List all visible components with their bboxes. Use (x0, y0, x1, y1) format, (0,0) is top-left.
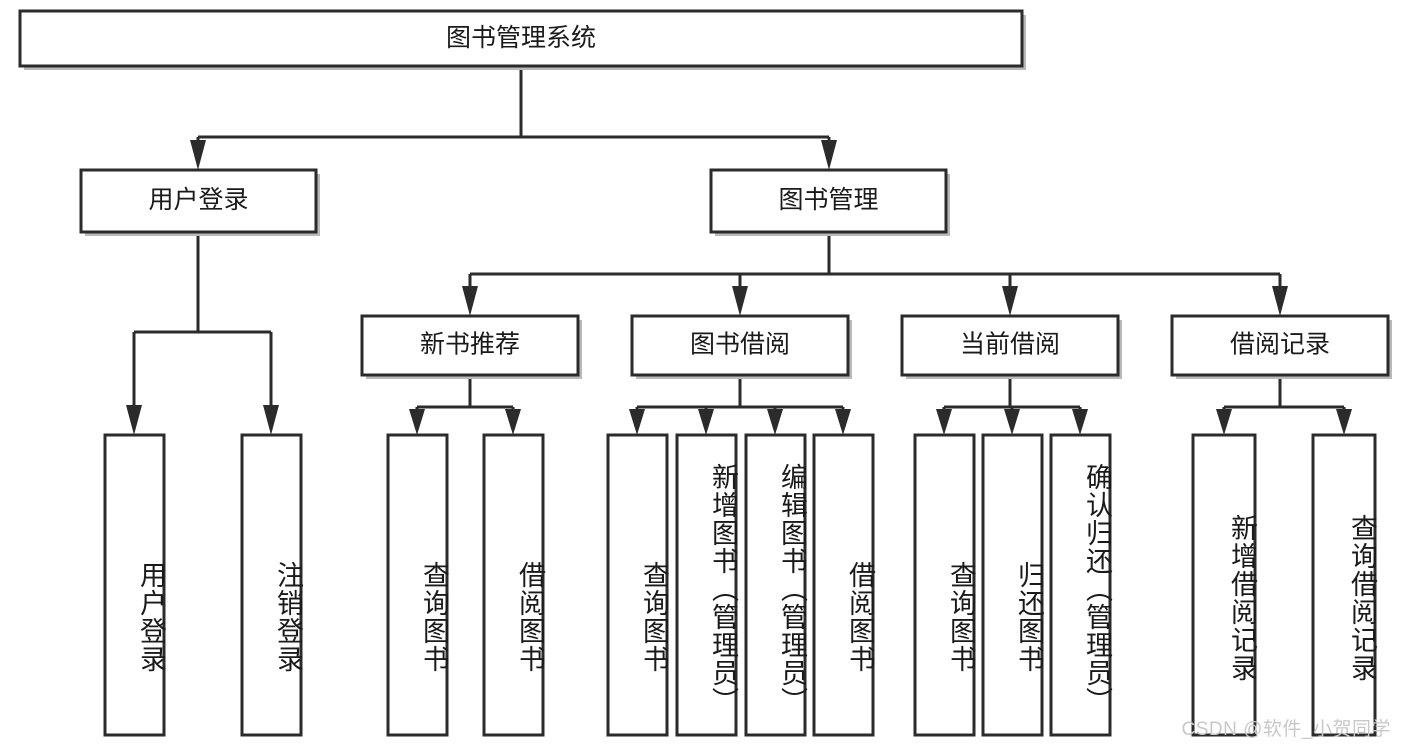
arrowhead-current-borrow (1002, 286, 1018, 316)
current-borrow-box (900, 314, 1120, 377)
leaf-box-borrow-book-recommend[interactable] (482, 433, 545, 737)
node-borrow-record[interactable]: 借阅记录 (1170, 314, 1392, 379)
connector-group-user-login (126, 232, 279, 435)
arrowhead-user-login (190, 140, 206, 170)
book-manage-box (709, 168, 948, 234)
arrowhead-leaf-query-book-current (936, 409, 952, 435)
arrowhead-leaf-edit-book-admin (767, 409, 783, 435)
arrowhead-leaf-query-book-borrow (629, 409, 645, 435)
arrowhead-borrow-record (1272, 286, 1288, 316)
connector-group-book-manage (462, 232, 1288, 316)
connector-group-borrow-record (1216, 375, 1352, 435)
connector-group-current-borrow (936, 375, 1088, 435)
leaf-box-query-book-current[interactable] (913, 433, 976, 737)
user-login-label: 用户登录 (148, 186, 248, 214)
arrowhead-leaf-borrow-book (835, 409, 851, 435)
connector-group-book-borrow (629, 375, 851, 435)
book-borrow-label: 图书借阅 (690, 331, 790, 359)
borrow-record-label: 借阅记录 (1230, 331, 1330, 359)
root-box (18, 9, 1024, 68)
borrow-record-box (1170, 314, 1390, 377)
node-root-system[interactable]: 图书管理系统 (18, 9, 1026, 70)
leaf-box-logout[interactable] (240, 433, 303, 737)
arrowhead-book-manage (821, 140, 837, 170)
arrowhead-leaf-add-book-admin (698, 409, 714, 435)
arrowhead-leaf-return-book (1004, 409, 1020, 435)
leaf-box-borrow-book[interactable] (812, 433, 875, 737)
node-book-borrow[interactable]: 图书借阅 (630, 314, 852, 379)
connector-group-new-book-recommend (409, 375, 521, 435)
arrowhead-new-book-recommend (462, 286, 478, 316)
current-borrow-label: 当前借阅 (960, 331, 1060, 359)
node-current-borrow[interactable]: 当前借阅 (900, 314, 1122, 379)
node-new-book-recommend[interactable]: 新书推荐 (360, 314, 582, 379)
csdn-watermark: CSDN @软件_小贺同学 (1181, 719, 1391, 740)
leaf-box-add-book-admin[interactable] (675, 433, 738, 737)
arrowhead-leaf-add-borrow-record (1216, 409, 1232, 435)
leaf-box-return-book[interactable] (981, 433, 1044, 737)
leaf-box-user-login[interactable] (103, 433, 166, 737)
arrowhead-leaf-query-book-recommend (409, 409, 425, 435)
arrowhead-leaf-logout (263, 405, 279, 435)
arrowhead-leaf-query-borrow-record (1336, 409, 1352, 435)
arrowhead-leaf-borrow-book-recommend (505, 409, 521, 435)
arrowhead-leaf-confirm-return-admin (1072, 409, 1088, 435)
root-label: 图书管理系统 (446, 24, 596, 52)
arrowhead-leaf-user-login (126, 405, 142, 435)
book-manage-label: 图书管理 (778, 186, 878, 214)
leaf-box-query-borrow-record[interactable] (1311, 433, 1377, 737)
leaf-box-query-book-recommend[interactable] (386, 433, 449, 737)
connector-group-root (190, 66, 837, 170)
leaf-box-edit-book-admin[interactable] (744, 433, 807, 737)
node-book-manage[interactable]: 图书管理 (709, 168, 950, 236)
new-book-recommend-label: 新书推荐 (420, 331, 520, 359)
leaf-box-confirm-return-admin[interactable] (1049, 433, 1112, 737)
node-user-login[interactable]: 用户登录 (79, 168, 320, 236)
leaf-box-query-book-borrow[interactable] (606, 433, 669, 737)
book-borrow-box (630, 314, 850, 377)
leaf-box-add-borrow-record[interactable] (1191, 433, 1257, 737)
user-login-box (79, 168, 318, 234)
arrowhead-book-borrow (732, 286, 748, 316)
new-book-recommend-box (360, 314, 580, 377)
leaf-box-group (103, 433, 1377, 737)
